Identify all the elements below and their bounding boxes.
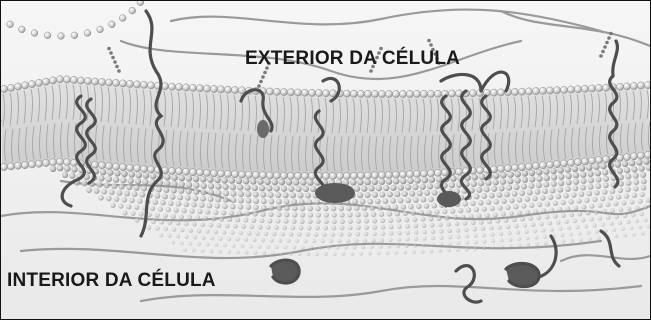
exterior-label: EXTERIOR DA CÉLULA — [245, 48, 460, 70]
cytoplasmic-protein-3 — [456, 266, 481, 303]
interior-label: INTERIOR DA CÉLULA — [7, 270, 216, 292]
cytoplasmic-protein-1 — [271, 260, 299, 283]
cytoplasmic-protein-2 — [506, 236, 556, 287]
vesicle-fragment — [7, 1, 144, 39]
